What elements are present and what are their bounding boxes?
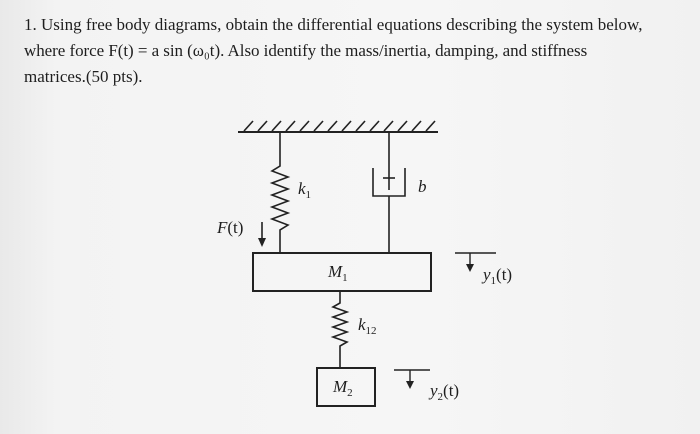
problem-statement: 1. Using free body diagrams, obtain the … <box>24 12 684 90</box>
displacement-y1-indicator <box>455 252 496 272</box>
problem-line-1: 1. Using free body diagrams, obtain the … <box>24 15 643 34</box>
label-m1: M1 <box>327 262 348 284</box>
fixed-wall <box>238 120 438 133</box>
problem-line-3: matrices.(50 pts). <box>24 67 143 86</box>
spring-k12 <box>330 291 350 368</box>
label-k12: k12 <box>358 315 377 337</box>
label-force: F(t) <box>216 218 243 237</box>
label-y1: y1(t) <box>481 265 512 287</box>
mass-m1-block <box>252 252 432 292</box>
problem-line-2: where force F(t) = a sin (ω₀t). Also ide… <box>24 41 588 60</box>
mass-m2-block <box>316 367 376 407</box>
label-k1: k1 <box>298 179 311 201</box>
force-arrow <box>258 222 266 247</box>
displacement-y2-indicator <box>394 369 430 389</box>
label-m2: M2 <box>332 377 353 399</box>
damper-b <box>372 132 406 253</box>
label-b: b <box>418 177 427 196</box>
spring-k1 <box>269 132 291 253</box>
label-y2: y2(t) <box>428 381 459 403</box>
